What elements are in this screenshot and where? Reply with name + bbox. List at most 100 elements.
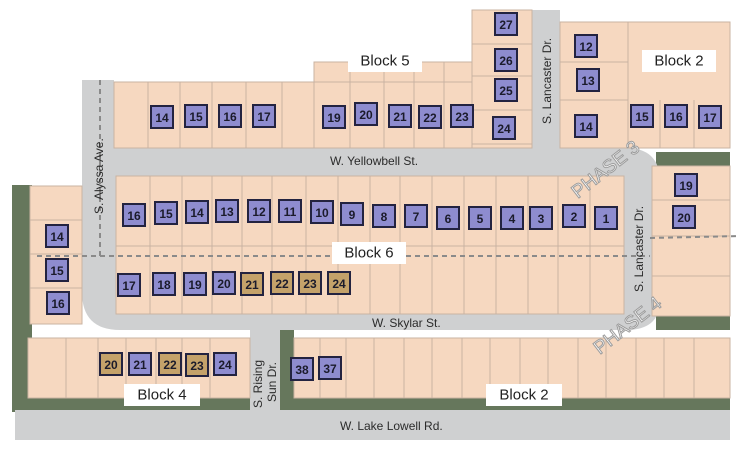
- lot-badge-b4-20[interactable]: 20: [99, 352, 123, 376]
- svg-text:Block 4: Block 4: [137, 387, 186, 404]
- lot-badge-b6-5[interactable]: 5: [468, 206, 492, 230]
- lot-badge-b2-14[interactable]: 14: [574, 114, 598, 138]
- lot-number: 21: [245, 278, 259, 292]
- lot-badge-b6-9[interactable]: 9: [340, 202, 364, 226]
- lot-badge-w-15[interactable]: 15: [45, 258, 69, 282]
- lot-number: 19: [188, 278, 202, 292]
- lot-badge-w-14[interactable]: 14: [45, 224, 69, 248]
- lot-badge-b5-14[interactable]: 14: [150, 105, 174, 129]
- lot-badge-b6-14[interactable]: 14: [185, 200, 209, 224]
- lot-badge-b6-15[interactable]: 15: [154, 201, 178, 225]
- lot-badge-b5-23[interactable]: 23: [450, 104, 474, 128]
- lot-number: 19: [327, 111, 341, 125]
- lot-number: 21: [393, 110, 407, 124]
- lot-badge-b4-21[interactable]: 21: [128, 352, 152, 376]
- lot-number: 16: [223, 110, 237, 124]
- svg-text:Block 2: Block 2: [499, 387, 548, 404]
- lot-badge-b6-24[interactable]: 24: [327, 271, 351, 295]
- lot-badge-b2-20[interactable]: 20: [672, 205, 696, 229]
- lot-badge-b6-22[interactable]: 22: [270, 271, 294, 295]
- svg-text:Block 5: Block 5: [360, 53, 409, 70]
- lot-number: 11: [284, 205, 297, 219]
- lot-number: 27: [499, 18, 513, 32]
- lot-badge-b5-27[interactable]: 27: [494, 12, 518, 36]
- lot-badge-b6-10[interactable]: 10: [310, 200, 334, 224]
- lot-number: 22: [275, 277, 289, 291]
- lot-badge-b6-17[interactable]: 17: [117, 273, 141, 297]
- lot-badge-b2-17[interactable]: 17: [698, 105, 722, 129]
- lot-number: 5: [477, 212, 484, 226]
- lot-badge-b5-16[interactable]: 16: [218, 104, 242, 128]
- lot-badge-b2-16[interactable]: 16: [664, 104, 688, 128]
- lot-badge-w-16[interactable]: 16: [46, 291, 70, 315]
- lot-badge-b6-3[interactable]: 3: [529, 206, 553, 230]
- lot-badge-b5-20[interactable]: 20: [354, 102, 378, 126]
- lot-badge-b4-24[interactable]: 24: [213, 352, 237, 376]
- svg-text:Block 6: Block 6: [344, 245, 393, 262]
- lot-badge-b6-21[interactable]: 21: [240, 272, 264, 296]
- lot-badge-b6-1[interactable]: 1: [594, 206, 618, 230]
- lot-badge-b4-23[interactable]: 23: [185, 353, 209, 377]
- lot-number: 2: [571, 210, 578, 224]
- lot-badge-b5-26[interactable]: 26: [494, 48, 518, 72]
- lot-number: 14: [50, 230, 64, 244]
- lot-number: 22: [163, 358, 177, 372]
- lot-number: 4: [509, 212, 516, 226]
- lot-badge-b4-22[interactable]: 22: [158, 352, 182, 376]
- street-label-rising-sun-line-2: Sun Dr.: [265, 362, 279, 402]
- lot-badge-b5-17[interactable]: 17: [252, 104, 276, 128]
- lot-number: 25: [499, 84, 513, 98]
- lot-number: 20: [217, 277, 231, 291]
- lot-number: 19: [679, 179, 693, 193]
- svg-text:Block 2: Block 2: [654, 53, 703, 70]
- lot-number: 22: [423, 111, 437, 125]
- lot-badge-b6-16[interactable]: 16: [122, 203, 146, 227]
- lot-number: 23: [190, 359, 204, 373]
- lot-number: 15: [635, 110, 649, 124]
- lot-badge-b6-11[interactable]: 11: [278, 199, 302, 223]
- lot-badge-b6-18[interactable]: 18: [152, 272, 176, 296]
- lot-badge-b2s-37[interactable]: 37: [318, 356, 342, 380]
- lot-number: 7: [413, 210, 420, 224]
- lot-badge-b6-13[interactable]: 13: [215, 199, 239, 223]
- lot-badge-b5-25[interactable]: 25: [494, 78, 518, 102]
- lot-badge-b6-23[interactable]: 23: [298, 271, 322, 295]
- lot-badge-b5-21[interactable]: 21: [388, 104, 412, 128]
- lot-number: 1: [603, 212, 610, 226]
- block-label-block2-top: Block 2: [642, 50, 716, 72]
- lot-number: 10: [315, 206, 329, 220]
- lot-number: 21: [133, 358, 147, 372]
- lot-badge-b6-20[interactable]: 20: [212, 271, 236, 295]
- lot-badge-b5-24[interactable]: 24: [492, 116, 516, 140]
- block-label-block2-bottom: Block 2: [486, 384, 562, 406]
- lot-badge-b2-19[interactable]: 19: [674, 173, 698, 197]
- street-label-lancaster-right: S. Lancaster Dr.: [632, 206, 646, 292]
- lot-badge-b2-15[interactable]: 15: [630, 104, 654, 128]
- lot-badge-b6-7[interactable]: 7: [404, 204, 428, 228]
- lot-number: 14: [155, 111, 169, 125]
- lot-badge-b6-8[interactable]: 8: [372, 204, 396, 228]
- lot-badge-b5-22[interactable]: 22: [418, 105, 442, 129]
- lot-badge-b2s-38[interactable]: 38: [290, 357, 314, 381]
- street-label-rising-sun-line-1: S. Rising: [251, 360, 265, 408]
- lot-number: 17: [122, 279, 136, 293]
- lot-number: 20: [677, 211, 691, 225]
- landscape-buffers: [12, 152, 730, 412]
- lot-number: 3: [538, 212, 545, 226]
- lot-number: 15: [189, 110, 203, 124]
- street-label-lancaster-top: S. Lancaster Dr.: [540, 38, 554, 124]
- lot-badge-b6-2[interactable]: 2: [562, 204, 586, 228]
- lot-number: 12: [252, 205, 266, 219]
- lot-number: 17: [257, 110, 271, 124]
- lot-badge-b2-12[interactable]: 12: [574, 34, 598, 58]
- lot-badge-b2-13[interactable]: 13: [576, 68, 600, 92]
- lot-badge-b6-6[interactable]: 6: [436, 206, 460, 230]
- lot-number: 6: [445, 212, 452, 226]
- lot-badge-b5-19[interactable]: 19: [322, 105, 346, 129]
- lot-badge-b6-19[interactable]: 19: [183, 272, 207, 296]
- lot-badge-b5-15[interactable]: 15: [184, 104, 208, 128]
- lot-number: 16: [669, 110, 683, 124]
- lot-badge-b6-12[interactable]: 12: [247, 199, 271, 223]
- lot-badge-b6-4[interactable]: 4: [500, 206, 524, 230]
